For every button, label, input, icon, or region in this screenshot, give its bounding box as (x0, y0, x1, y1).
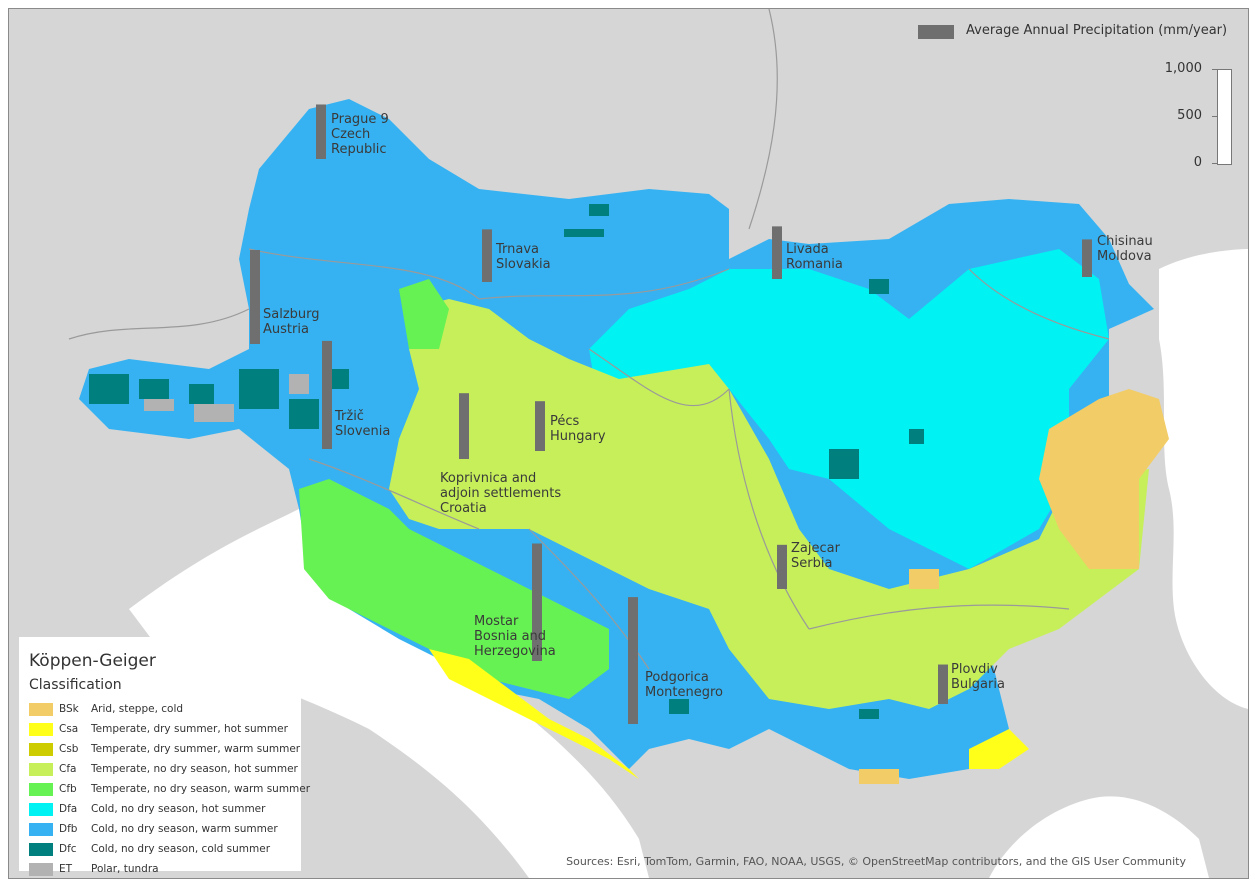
precip-bar-4[interactable] (250, 250, 260, 344)
city-label-mostar[interactable]: Mostar Bosnia and Herzegovina (474, 614, 556, 659)
city-label-plovdiv[interactable]: Plovdiv Bulgaria (951, 662, 1005, 692)
adriatic-sea (129, 509, 649, 878)
precip-bar-8[interactable] (777, 544, 787, 589)
precip-tickline-500 (1212, 116, 1218, 117)
koppen-code: Csa (59, 723, 79, 735)
koppen-legend-title: Köppen-Geiger (29, 651, 156, 671)
koppen-code: BSk (59, 703, 79, 715)
city-label-trnava[interactable]: Trnava Slovakia (496, 242, 551, 272)
city-label-salzburg[interactable]: Salzburg Austria (263, 307, 320, 337)
city-label-zajecar[interactable]: Zajecar Serbia (791, 541, 840, 571)
precipitation-legend: Average Annual Precipitation (mm/year) 1… (918, 21, 1238, 171)
koppen-desc: Temperate, dry summer, warm summer (91, 743, 301, 755)
koppen-desc: Cold, no dry season, hot summer (91, 803, 266, 815)
koppen-swatch (29, 843, 53, 856)
precip-bar-11[interactable] (938, 664, 948, 704)
city-label-podgorica[interactable]: Podgorica Montenegro (645, 670, 724, 700)
koppen-swatch (29, 863, 53, 876)
city-label-livada[interactable]: Livada Romania (786, 242, 843, 272)
city-label-chisinau[interactable]: Chisinau Moldova (1097, 234, 1153, 264)
precipitation-bars (250, 104, 1092, 724)
precip-tick-500: 500 (1177, 108, 1202, 123)
koppen-code: ET (59, 863, 73, 875)
city-label-pecs[interactable]: Pécs Hungary (550, 414, 606, 444)
aegean-sea (989, 796, 1209, 878)
country-borders (68, 9, 1110, 670)
koppen-code: Dfb (59, 823, 78, 835)
koppen-code: Cfb (59, 783, 77, 795)
koppen-desc: Cold, no dry season, cold summer (91, 843, 271, 855)
precip-tick-1000: 1,000 (1164, 61, 1202, 76)
precip-bar-3[interactable] (1082, 239, 1092, 277)
koppen-desc: Temperate, no dry season, warm summer (91, 783, 311, 795)
koppen-desc: Temperate, no dry season, hot summer (91, 763, 298, 775)
city-label-trzic[interactable]: Tržič Slovenia (335, 409, 391, 439)
attribution-text: Sources: Esri, TomTom, Garmin, FAO, NOAA… (566, 855, 1186, 868)
koppen-swatch (29, 763, 53, 776)
precip-bar-10[interactable] (628, 597, 638, 724)
koppen-desc: Polar, tundra (91, 863, 159, 875)
koppen-desc: Arid, steppe, cold (91, 703, 184, 715)
koppen-swatch (29, 783, 53, 796)
precip-tickline-1000 (1212, 69, 1218, 70)
koppen-legend-subtitle: Classification (29, 677, 122, 693)
koppen-swatch (29, 823, 53, 836)
precip-bar-5[interactable] (322, 340, 332, 449)
city-label-koprivnica[interactable]: Koprivnica and adjoin settlements Croati… (440, 471, 562, 516)
map-frame[interactable]: Prague 9 Czech Republic Trnava Slovakia … (8, 8, 1249, 879)
precip-bar-6[interactable] (535, 401, 545, 451)
precip-bar-0[interactable] (316, 104, 326, 159)
precip-tick-0: 0 (1193, 155, 1202, 170)
koppen-code: Dfa (59, 803, 78, 815)
city-label-prague[interactable]: Prague 9 Czech Republic (331, 112, 389, 157)
precip-bar-2[interactable] (772, 226, 782, 279)
precip-bar-1[interactable] (482, 229, 492, 282)
koppen-swatch (29, 723, 53, 736)
koppen-code: Cfa (59, 763, 77, 775)
koppen-desc: Temperate, dry summer, hot summer (91, 723, 288, 735)
climate-raster (79, 99, 1169, 784)
koppen-swatch (29, 803, 53, 816)
precip-scale-bar (1217, 69, 1232, 165)
koppen-code: Csb (59, 743, 79, 755)
koppen-desc: Cold, no dry season, warm summer (91, 823, 278, 835)
black-sea (1159, 249, 1248, 709)
precip-legend-title: Average Annual Precipitation (mm/year) (966, 23, 1228, 38)
precip-bar-9[interactable] (532, 543, 542, 662)
precip-bar-7[interactable] (459, 393, 469, 459)
koppen-swatch (29, 743, 53, 756)
precip-tickline-0 (1212, 163, 1218, 164)
koppen-code: Dfc (59, 843, 77, 855)
koppen-legend: Köppen-Geiger Classification BSk Arid, st… (19, 637, 310, 876)
koppen-swatch (29, 703, 53, 716)
precip-legend-swatch (918, 25, 954, 39)
